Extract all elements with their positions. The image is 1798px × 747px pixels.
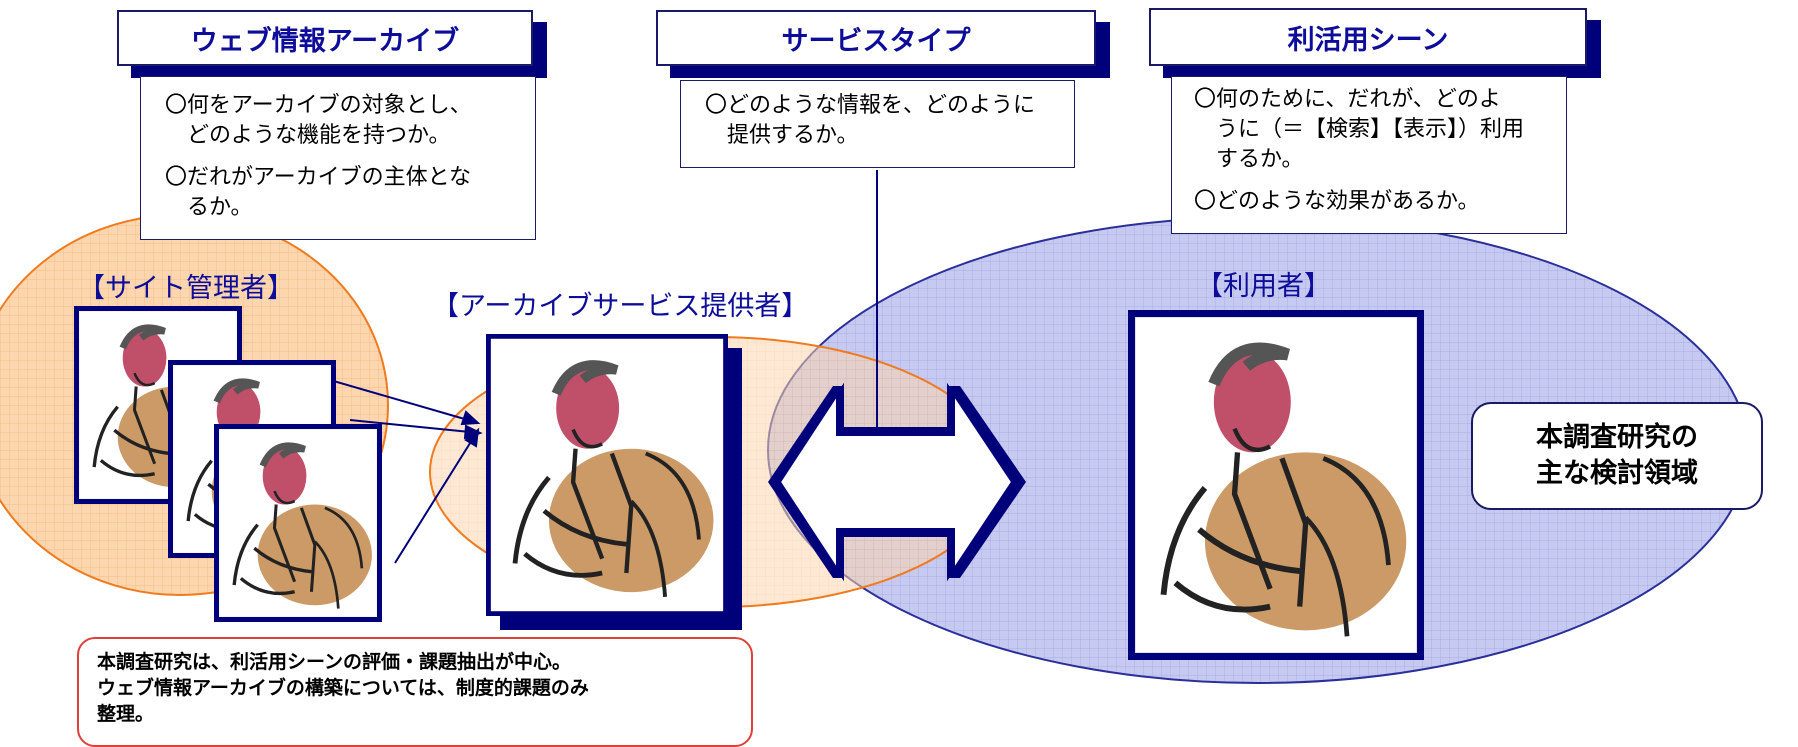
header-web-archive: ウェブ情報アーカイブ xyxy=(117,10,533,66)
businessman-clipart xyxy=(1128,310,1424,660)
note-usage-scene: 〇何のために、だれが、どのよ うに（＝【検索】【表示】）利用 するか。 〇どのよ… xyxy=(1171,76,1567,234)
focus-area-line-2: 主な検討領域 xyxy=(1536,458,1698,489)
summary-line-2: ウェブ情報アーカイブの構築については、制度的課題のみ xyxy=(97,677,589,699)
user-figure xyxy=(1128,310,1424,660)
summary-line-3: 整理。 xyxy=(97,703,155,725)
focus-area-line-1: 本調査研究の xyxy=(1536,422,1698,453)
summary-line-1: 本調査研究は、利活用シーンの評価・課題抽出が中心。 xyxy=(97,651,572,673)
note-archive-line-4: るか。 xyxy=(165,195,253,220)
note-service-type: 〇どのような情報を、どのように 提供するか。 xyxy=(680,80,1075,168)
header-service-type-label: サービスタイプ xyxy=(781,25,971,57)
note-usage-line-2: うに（＝【検索】【表示】）利用 xyxy=(1194,117,1525,142)
role-site-admin: 【サイト管理者】 xyxy=(78,273,294,304)
note-web-archive: 〇何をアーカイブの対象とし、 どのような機能を持つか。 〇だれがアーカイブの主体… xyxy=(140,76,536,240)
note-archive-line-2: どのような機能を持つか。 xyxy=(165,123,451,148)
note-archive-line-3: 〇だれがアーカイブの主体とな xyxy=(165,165,472,190)
summary-callout: 本調査研究は、利活用シーンの評価・課題抽出が中心。 ウェブ情報アーカイブの構築に… xyxy=(77,637,753,747)
note-usage-line-4: 〇どのような効果があるか。 xyxy=(1194,189,1480,214)
header-service-type: サービスタイプ xyxy=(656,10,1096,66)
role-archive-provider: 【アーカイブサービス提供者】 xyxy=(432,291,809,322)
note-usage-line-1: 〇何のために、だれが、どのよ xyxy=(1194,87,1501,112)
double-arrow-icon xyxy=(768,382,1026,582)
header-usage-scene-label: 利活用シーン xyxy=(1287,24,1449,56)
businessman-clipart xyxy=(486,334,728,616)
provider-figure xyxy=(486,334,728,616)
site-admin-figure-3 xyxy=(214,424,382,622)
note-service-line-1: 〇どのような情報を、どのように xyxy=(705,93,1036,118)
header-web-archive-label: ウェブ情報アーカイブ xyxy=(190,25,460,57)
note-usage-line-3: するか。 xyxy=(1194,147,1304,172)
note-service-line-2: 提供するか。 xyxy=(705,123,859,148)
role-user: 【利用者】 xyxy=(1196,271,1331,302)
businessman-clipart xyxy=(214,424,382,622)
header-usage-scene: 利活用シーン xyxy=(1149,8,1587,66)
note-archive-line-1: 〇何をアーカイブの対象とし、 xyxy=(165,93,472,118)
focus-area-callout: 本調査研究の 主な検討領域 xyxy=(1471,402,1763,510)
